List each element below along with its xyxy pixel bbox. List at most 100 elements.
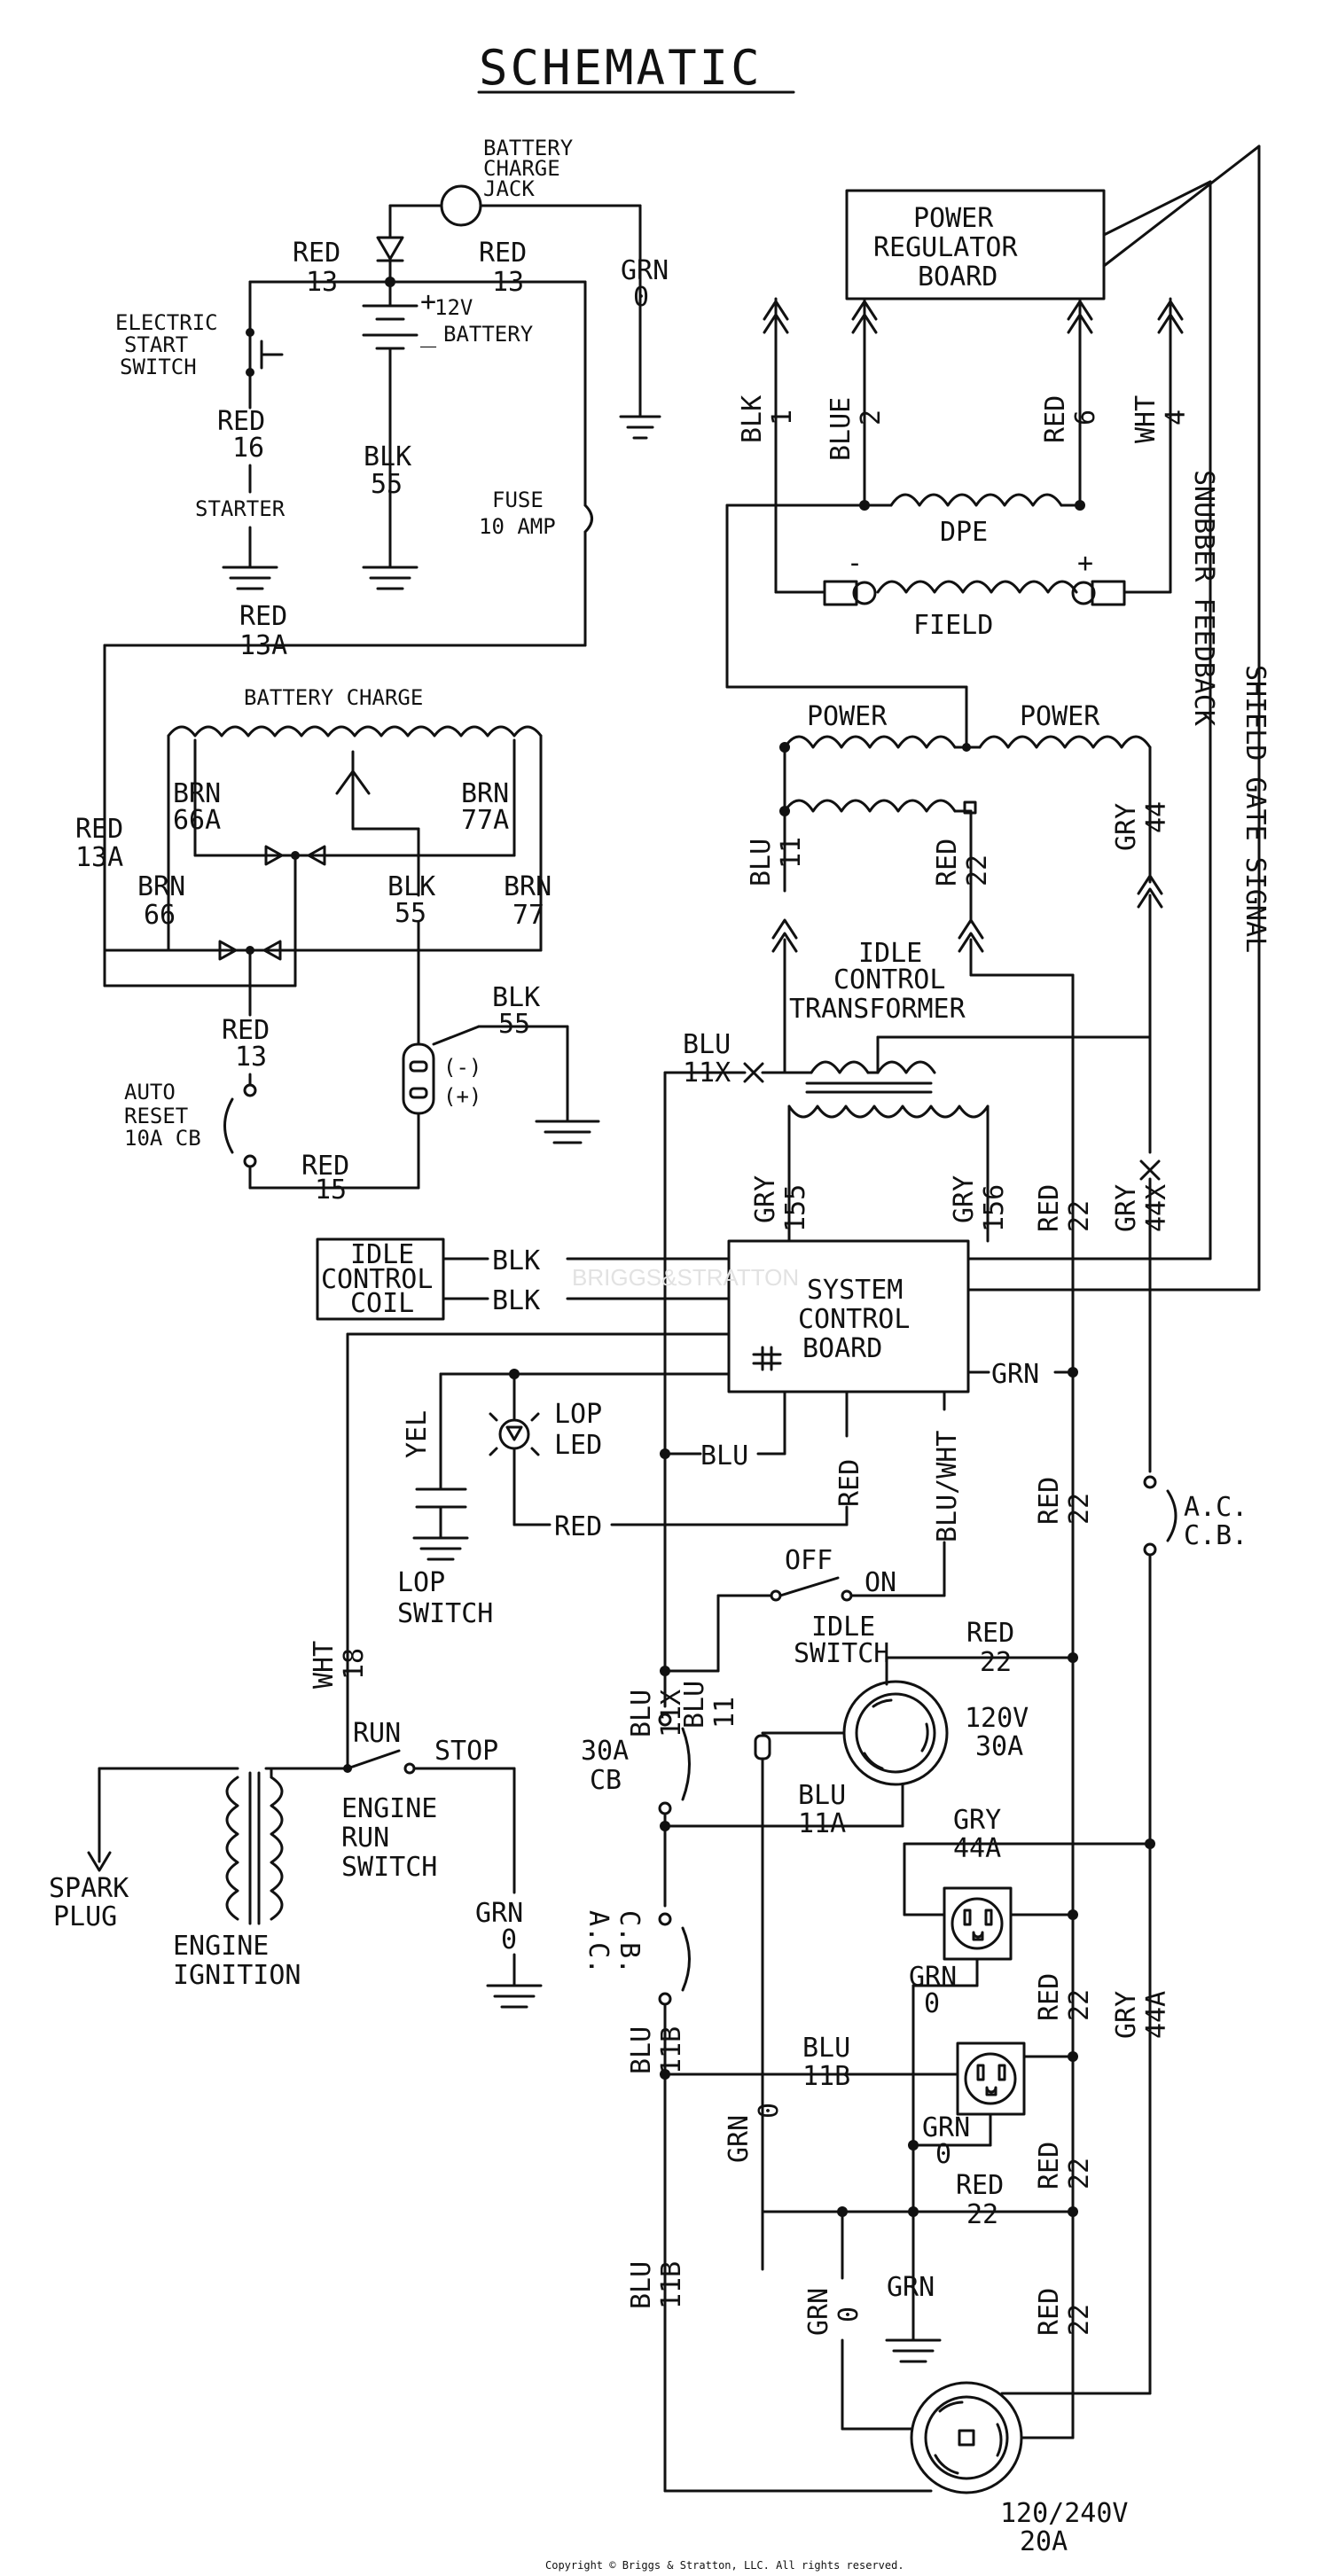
svg-text:IDLE: IDLE — [811, 1612, 875, 1643]
svg-text:RED: RED — [1034, 1184, 1065, 1232]
svg-text:11X: 11X — [683, 1058, 731, 1089]
svg-text:55: 55 — [395, 898, 426, 929]
svg-text:77: 77 — [512, 900, 544, 931]
svg-text:11A: 11A — [798, 1808, 846, 1839]
svg-text:44: 44 — [1141, 801, 1172, 833]
svg-text:STOP: STOP — [434, 1736, 498, 1767]
svg-text:START: START — [124, 332, 188, 357]
svg-text:RED: RED — [479, 238, 527, 269]
svg-text:IDLE: IDLE — [858, 938, 922, 969]
svg-text:BOARD: BOARD — [918, 262, 998, 293]
svg-text:POWER: POWER — [807, 701, 888, 732]
svg-text:RED: RED — [1034, 1477, 1065, 1525]
svg-text:11B: 11B — [656, 2261, 687, 2309]
svg-text:PLUG: PLUG — [53, 1901, 117, 1932]
svg-text:STARTER: STARTER — [195, 496, 286, 521]
fuse — [583, 503, 593, 534]
svg-text:SWITCH: SWITCH — [341, 1852, 437, 1883]
field-winding — [876, 580, 1078, 594]
svg-text:RED: RED — [554, 1511, 602, 1542]
ac-breaker-left — [681, 1926, 691, 1992]
receptacle-section: OFF ON IDLE SWITCH BLU 11X BLU 11 RED 22… — [581, 1545, 1078, 2271]
svg-text:BATTERY CHARGE: BATTERY CHARGE — [244, 685, 423, 710]
svg-text:11B: 11B — [656, 2026, 687, 2074]
svg-text:RED: RED — [293, 238, 340, 269]
svg-text:WHT: WHT — [1130, 395, 1162, 443]
idle-transformer-primary-right — [876, 1060, 936, 1074]
svg-text:FUSE: FUSE — [492, 488, 544, 512]
svg-text:22: 22 — [966, 2199, 998, 2230]
svg-text:SHIELD GATE SIGNAL: SHIELD GATE SIGNAL — [1240, 665, 1271, 953]
svg-text:SWITCH: SWITCH — [794, 1638, 889, 1669]
svg-text:BLU: BLU — [700, 1440, 748, 1471]
svg-text:BRN: BRN — [461, 778, 509, 809]
svg-text:ENGINE: ENGINE — [173, 1931, 269, 1962]
control-section: SYSTEM CONTROL BOARD IDLE CONTROL COIL B… — [316, 1230, 1261, 1846]
svg-text:YEL: YEL — [402, 1410, 433, 1458]
svg-text:BLU: BLU — [798, 1780, 846, 1811]
svg-text:13: 13 — [492, 267, 524, 298]
svg-text:GRN: GRN — [724, 2115, 755, 2163]
svg-text:13A: 13A — [239, 630, 287, 661]
svg-text:BLK: BLK — [737, 395, 768, 443]
outlet-section: A.C. C.B. BLU 11B GRY 44A GRN 0 RED 22 G… — [583, 1377, 1172, 2557]
svg-text:BATTERY: BATTERY — [443, 322, 534, 347]
svg-text:RED: RED — [1034, 2142, 1065, 2190]
diode — [376, 236, 404, 261]
svg-text:22: 22 — [980, 1647, 1012, 1678]
svg-text:44A: 44A — [1141, 1991, 1172, 2039]
svg-text:GRN: GRN — [887, 2272, 935, 2303]
svg-text:20A: 20A — [1020, 2526, 1068, 2557]
system-control-board — [727, 1239, 970, 1393]
svg-text:SYSTEM: SYSTEM — [807, 1275, 903, 1306]
svg-text:44X: 44X — [1141, 1184, 1172, 1232]
svg-text:4: 4 — [1161, 410, 1192, 425]
svg-text:BLU/WHT: BLU/WHT — [932, 1431, 963, 1542]
idle-transformer-secondary — [787, 1105, 990, 1119]
svg-text:ELECTRIC: ELECTRIC — [115, 310, 218, 335]
ignition-secondary — [270, 1776, 284, 1921]
svg-text:22: 22 — [1064, 1989, 1095, 2021]
svg-text:SNUBBER FEEDBACK: SNUBBER FEEDBACK — [1188, 470, 1219, 726]
svg-text:13: 13 — [306, 267, 338, 298]
svg-text:CONTROL: CONTROL — [321, 1264, 433, 1295]
svg-text:LED: LED — [554, 1430, 602, 1461]
svg-text:1: 1 — [767, 410, 798, 425]
svg-text:REGULATOR: REGULATOR — [873, 232, 1018, 263]
svg-text:155: 155 — [780, 1184, 811, 1232]
svg-text:BLK: BLK — [364, 441, 411, 472]
svg-text:AUTO: AUTO — [124, 1080, 176, 1105]
svg-text:FIELD: FIELD — [913, 610, 993, 641]
ignition-section: WHT 18 RUN STOP ENGINE RUN SWITCH GRN 0 … — [49, 1620, 543, 2009]
svg-text:+: + — [1077, 548, 1093, 579]
copyright-notice: Copyright © Briggs & Stratton, LLC. All … — [545, 2559, 904, 2572]
svg-text:16: 16 — [232, 433, 264, 464]
svg-text:GRN: GRN — [991, 1359, 1039, 1390]
svg-text:0: 0 — [754, 2103, 785, 2119]
svg-text:CONTROL: CONTROL — [833, 964, 945, 995]
svg-text:77A: 77A — [461, 805, 509, 836]
battery-section: BATTERY CHARGE JACK GRN 0 RED 13 RED 13 … — [103, 136, 669, 661]
svg-text:GRY: GRY — [953, 1805, 1001, 1836]
svg-text:BLK: BLK — [387, 871, 435, 902]
battery-charge-section: BATTERY CHARGE BRN 66A BRN 77A BLK 55 BR… — [75, 644, 600, 1206]
svg-text:0: 0 — [501, 1924, 517, 1955]
svg-text:6: 6 — [1070, 410, 1101, 425]
power-windings: POWER POWER BLU 11 RED 22 GRY 44 IDLE CO… — [663, 701, 1172, 1673]
svg-text:2: 2 — [856, 410, 887, 425]
idle-transformer-primary-left — [810, 1060, 870, 1074]
svg-text:10A CB: 10A CB — [124, 1126, 201, 1151]
spark-plug-arrow — [87, 1851, 112, 1872]
svg-text:RED: RED — [301, 1151, 349, 1182]
svg-text:18: 18 — [339, 1648, 370, 1680]
svg-text:22: 22 — [1064, 2158, 1095, 2190]
svg-text:BLK: BLK — [492, 1285, 540, 1316]
svg-text:22: 22 — [1064, 2304, 1095, 2336]
schematic-title: SCHEMATIC — [479, 40, 763, 96]
svg-text:BATTERY: BATTERY — [483, 136, 574, 160]
svg-text:11: 11 — [709, 1697, 740, 1729]
svg-text:BLK: BLK — [492, 1245, 540, 1276]
svg-text:(-): (-) — [443, 1055, 481, 1080]
regulator-section: POWER REGULATOR BOARD BLK 1 BLUE 2 RED 6… — [725, 144, 1271, 1292]
